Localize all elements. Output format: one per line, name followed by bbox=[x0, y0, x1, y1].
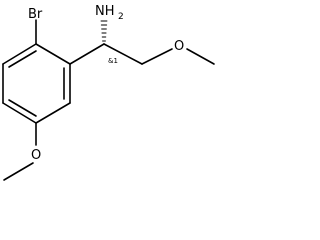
bond-ring-chiral-carbon bbox=[69, 43, 105, 65]
hashed-wedge-bond bbox=[100, 20, 108, 42]
ether-oxygen-bottom: O bbox=[31, 148, 41, 163]
ring-double-bond-c6-c1 bbox=[8, 50, 37, 68]
ring-bond-c1-c2 bbox=[35, 43, 71, 65]
amine-subscript: 2 bbox=[118, 12, 124, 22]
ring-bond-c6-c1 bbox=[2, 43, 37, 65]
chemical-structure: Br NH 2 &1 O O bbox=[2, 4, 215, 181]
bond-chiral-ch2 bbox=[103, 43, 143, 65]
bond-ch2-o bbox=[141, 48, 173, 65]
ring-bond-c4-c5 bbox=[2, 102, 37, 124]
bond-o-methyl-bottom bbox=[3, 162, 34, 181]
ring-double-bond-c4-c5 bbox=[8, 99, 37, 117]
ring-bond-c3-c4 bbox=[35, 102, 71, 124]
bromine-label: Br bbox=[28, 7, 43, 22]
ether-oxygen-right: O bbox=[174, 39, 184, 54]
bond-o-methyl-right bbox=[186, 48, 215, 65]
amine-label: NH bbox=[95, 4, 115, 19]
benzene-ring bbox=[2, 43, 71, 124]
stereo-tag-label: &1 bbox=[108, 57, 118, 65]
